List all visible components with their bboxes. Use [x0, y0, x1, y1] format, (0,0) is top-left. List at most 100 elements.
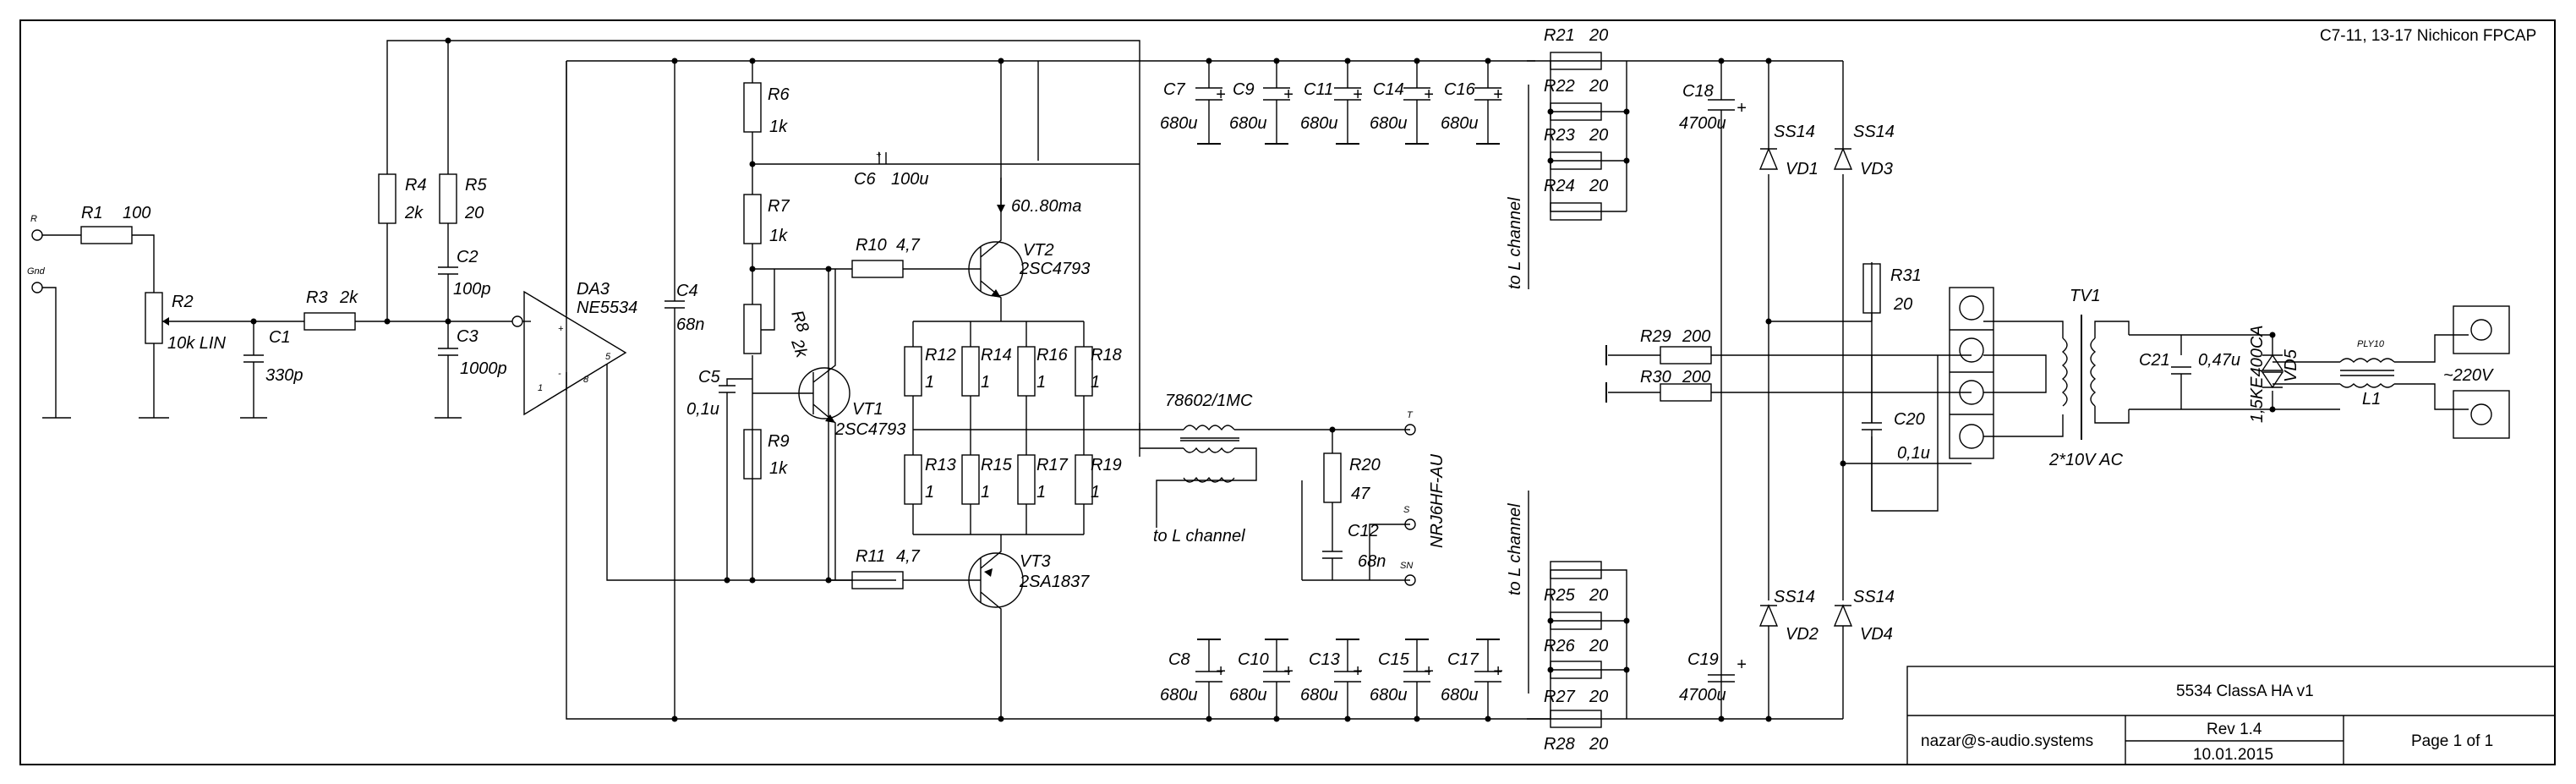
diode-vd4: [1833, 604, 1853, 627]
terminal-4: [1959, 424, 1984, 449]
opamp-da3: [523, 290, 627, 416]
c15-value: 680u: [1370, 686, 1408, 705]
c17-plus: +: [1493, 662, 1503, 681]
r28-ref: R28: [1544, 735, 1575, 754]
title-block-title: 5534 ClassA HA v1: [2176, 683, 2314, 700]
c11-plus: +: [1353, 85, 1363, 104]
diode-vd1: [1758, 147, 1779, 170]
c21-ref: C21: [2139, 351, 2170, 370]
terminal-2: [1959, 337, 1984, 363]
r22-value: 20: [1589, 77, 1608, 96]
jack-ref: NRJ6HF-AU: [1428, 453, 1447, 548]
c9-plus: +: [1283, 85, 1293, 104]
r14-ref: R14: [981, 346, 1012, 365]
vt2-ref: VT2: [1023, 241, 1054, 260]
vd2-part: SS14: [1774, 588, 1815, 606]
r27-ref: R27: [1544, 688, 1576, 706]
r12-ref: R12: [925, 346, 956, 365]
title-block-page: Page 1 of 1: [2411, 732, 2493, 750]
parts-note: C7-11, 13-17 Nichicon FPCAP: [2320, 27, 2536, 45]
vd1-ref: VD1: [1786, 160, 1819, 178]
r28-value: 20: [1589, 735, 1608, 754]
c13-plus: +: [1353, 662, 1363, 681]
input-terminal-gnd: [31, 282, 43, 293]
filter-ref: L1: [2362, 390, 2381, 408]
r12-value: 1: [925, 373, 934, 392]
da3-ref: DA3: [577, 280, 610, 299]
r19-value: 1: [1091, 483, 1100, 502]
r14-value: 1: [981, 373, 990, 392]
c10-plus: +: [1283, 662, 1293, 681]
c1-ref: C1: [269, 328, 291, 347]
c6-ref: C6: [854, 170, 876, 189]
c14-ref: C14: [1373, 80, 1404, 99]
resistor-r11: [851, 571, 904, 589]
diode-vd2: [1758, 604, 1779, 627]
r21-value: 20: [1589, 26, 1608, 45]
c16-plus: +: [1493, 85, 1503, 104]
mains-label: ~220V: [2443, 366, 2494, 385]
r1-ref: R1: [81, 204, 103, 222]
vd3-part: SS14: [1853, 123, 1895, 141]
vd5-ref: VD5: [2282, 348, 2300, 382]
c14-plus: +: [1424, 85, 1434, 104]
r8-value: 2k: [787, 336, 812, 360]
r5-ref: R5: [465, 176, 487, 195]
resistor-r7: [743, 194, 762, 244]
opamp-pin8: 8: [583, 375, 589, 385]
c8-plus: +: [1216, 662, 1226, 681]
r13-ref: R13: [925, 456, 956, 474]
c16-ref: C16: [1444, 80, 1476, 99]
choke-ref: 78602/1MC: [1165, 392, 1253, 410]
r26-value: 20: [1589, 637, 1608, 655]
resistor-r15: [961, 454, 980, 505]
c9-ref: C9: [1233, 80, 1255, 99]
r24-value: 20: [1589, 177, 1608, 195]
resistor-network-bottom: R25 20 R26 20 R27 20 R28 20: [1527, 561, 1630, 754]
r21-ref: R21: [1544, 26, 1575, 45]
c6-plus: +: [876, 150, 882, 160]
c18-value: 4700u: [1679, 114, 1726, 133]
r3-value: 2k: [339, 288, 358, 307]
r10-ref: R10: [856, 236, 887, 255]
bias-section: R6 1k R7 1k + C6 100u R8 2k R9 1k C5 0,1…: [686, 58, 1140, 722]
r6-value: 1k: [769, 118, 788, 136]
r17-value: 1: [1036, 483, 1046, 502]
c10-ref: C10: [1238, 650, 1269, 669]
to-l-channel-bottom: to L channel: [1506, 503, 1524, 595]
r4-ref: R4: [405, 176, 427, 195]
r9-ref: R9: [768, 432, 790, 451]
terminal-1: [1959, 295, 1984, 321]
resistor-network-top: R21 20 R22 20 R23 20 R24 20: [1527, 26, 1843, 221]
resistor-r13: [904, 454, 922, 505]
c12-ref: C12: [1348, 522, 1379, 540]
r19-ref: R19: [1091, 456, 1122, 474]
c12-value: 68n: [1358, 552, 1386, 571]
terminal-block: [1949, 287, 1994, 459]
c7-ref: C7: [1163, 80, 1185, 99]
r17-ref: R17: [1036, 456, 1069, 474]
r15-value: 1: [981, 483, 990, 502]
r20-ref: R20: [1349, 456, 1381, 474]
c11-ref: C11: [1304, 80, 1333, 99]
r8-ref: R8: [787, 308, 812, 335]
c19-plus: +: [1736, 655, 1747, 674]
r25-ref: R25: [1544, 586, 1576, 605]
jack-sn: SN: [1400, 561, 1413, 571]
input-section: R Gnd R1 100 R2 10k LIN C1 330p R3 2k: [27, 204, 512, 419]
r30-ref: R30: [1640, 368, 1671, 387]
vt1-value: 2SC4793: [834, 420, 905, 439]
r31-value: 20: [1893, 295, 1912, 314]
c13-value: 680u: [1300, 686, 1338, 705]
r7-value: 1k: [769, 227, 788, 245]
resistor-r4: [378, 173, 397, 224]
c20-value: 0,1u: [1897, 444, 1930, 463]
opamp-pin5: 5: [605, 352, 611, 362]
c15-ref: C15: [1378, 650, 1410, 669]
r26-ref: R26: [1544, 637, 1576, 655]
input-label-r: R: [30, 214, 37, 224]
c17-ref: C17: [1447, 650, 1479, 669]
r16-ref: R16: [1036, 346, 1069, 365]
c4-value: 68n: [676, 315, 704, 334]
output-choke-section: 78602/1MC to L channel T R20 47 C12 68n …: [1139, 392, 1447, 586]
